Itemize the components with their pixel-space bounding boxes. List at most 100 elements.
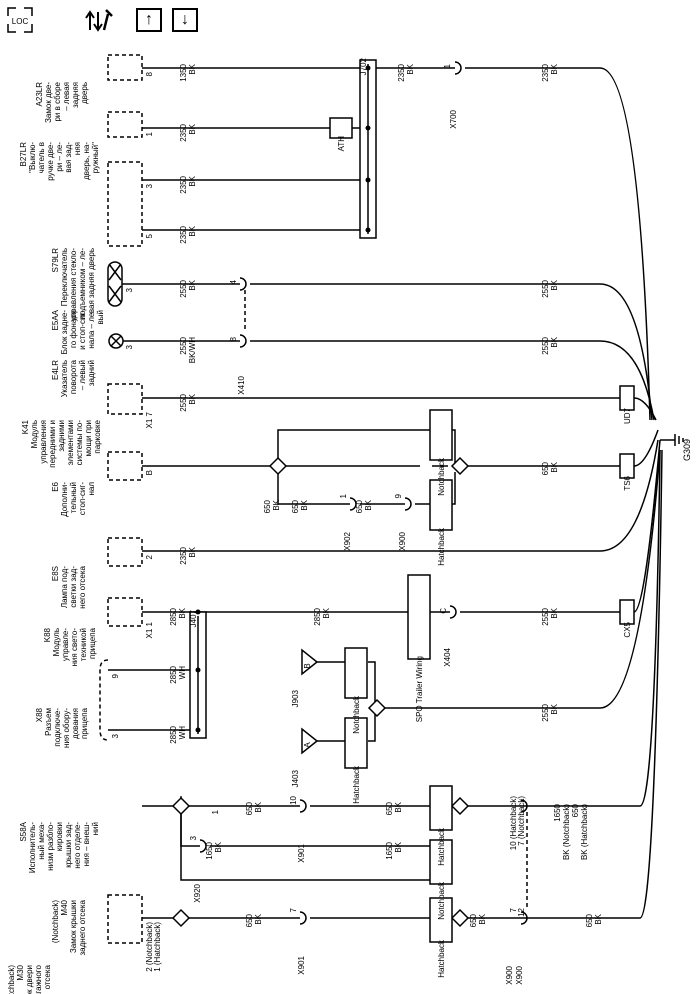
hatchback-box-m30[interactable]: [429, 897, 453, 943]
notchback-box-e6[interactable]: [429, 409, 453, 461]
pin-x900a: 9: [394, 493, 403, 498]
box-label-hatchback-8: Hatchback: [352, 765, 361, 804]
box-label-hatchback-6: Hatchback: [437, 527, 446, 566]
component-k41-line-3: передними и: [48, 420, 57, 468]
e5aa-filament-icon: [108, 263, 122, 303]
wire-label-w13-color: BK: [550, 461, 559, 472]
wire-label-w19-size: 2850: [313, 607, 322, 625]
hatchback-box-e6[interactable]: [429, 479, 453, 531]
component-e6-line-3: стоп-сиг-: [78, 482, 87, 515]
component-e6-line-4: нал: [87, 482, 96, 496]
wire-k41: [142, 397, 657, 421]
component-a23lr-line-1: Замок две-: [44, 82, 53, 123]
wire-label-w27-size: 1650: [385, 841, 394, 859]
down-button[interactable]: ↓: [172, 8, 198, 32]
wire-label-w28a: 1650: [553, 803, 562, 821]
connector-j903: J903: [291, 689, 300, 707]
component-s58a-line-8: ний: [91, 822, 100, 835]
wire-label-w12-size: 2550: [179, 393, 188, 411]
component-m30-line-3: багажного: [34, 964, 43, 994]
component-m40-line-2: Замок крышки: [69, 900, 78, 953]
e6-splice-right: [450, 456, 470, 476]
component-k41-line-5: элементами: [66, 420, 75, 465]
wire-x88-ground: [385, 449, 661, 709]
loc-icon[interactable]: LOC: [6, 6, 34, 34]
b27lr-box[interactable]: [107, 111, 143, 138]
x88-connector[interactable]: [99, 659, 109, 741]
component-e5aa-line-1: Блок задне-: [60, 310, 69, 355]
x410-connector-a: [239, 277, 247, 291]
box-label-hatchback-9: Hatchback: [437, 827, 446, 866]
component-k88-line-2: управле-: [61, 628, 70, 661]
pin-m40_a: 2 (Notchback): [145, 922, 154, 972]
component-x88-line-2: подключе-: [53, 708, 62, 747]
component-x88-line-5: прицепа: [80, 707, 89, 739]
toolbar: LOC ↑ ↓: [0, 0, 700, 40]
wire-a23lr: [142, 67, 651, 421]
spo-trailer-box[interactable]: [407, 574, 431, 660]
component-s58a-line-6: него отделе-: [73, 822, 82, 869]
x901-connector-a: [299, 799, 307, 813]
component-e5aa-line-4: нала – ле-: [87, 310, 96, 349]
k88-box[interactable]: [107, 597, 143, 627]
wire-label-w1-size: 1350: [179, 63, 188, 81]
wire-label-w26-size: 1650: [205, 841, 214, 859]
wire-e4lr: [123, 340, 655, 421]
notchback-box-s58a[interactable]: [429, 839, 453, 885]
component-e8s-line-1: Лампа под-: [60, 566, 69, 608]
wire-e6-down: [277, 472, 456, 505]
wrench-icon[interactable]: [84, 6, 116, 34]
j403-triangle[interactable]: [301, 727, 319, 755]
wire-label-w12-color: BK: [188, 393, 197, 404]
component-a23lr-line-4: задняя: [71, 82, 80, 108]
component-a23lr-line-3: – левая: [62, 82, 71, 111]
pin-b27lr: 1: [145, 131, 154, 136]
wire-label-w3-size: 2350: [179, 175, 188, 193]
component-k41-line-6: системы по-: [75, 420, 84, 466]
k41-box[interactable]: [107, 383, 143, 415]
pin-k41: X1 7: [145, 411, 154, 428]
wire-label-w21-size: 2850: [169, 665, 178, 683]
wire-label-w16-color: BK: [272, 499, 281, 510]
a23lr-box[interactable]: [107, 54, 143, 81]
component-b27lr-line-8: ружный": [91, 142, 100, 173]
wire-label-w22-color: WH: [178, 726, 187, 740]
ud7-box[interactable]: [619, 385, 635, 411]
wire-splice: [368, 661, 376, 742]
s79lr-box[interactable]: [107, 161, 143, 247]
pin-x700: 1: [443, 63, 452, 68]
wire-label-w14-color: BK: [300, 499, 309, 510]
m40-m30-box[interactable]: [107, 894, 143, 944]
j903-triangle[interactable]: [301, 648, 319, 676]
x700-connector: [454, 61, 462, 75]
ts6-box[interactable]: [619, 453, 635, 479]
connector-x410: X410: [237, 375, 246, 394]
ath-box[interactable]: [329, 117, 353, 139]
pin-x900b_a: 10 (Hatchback): [509, 796, 518, 851]
pin-s79lr_b: 5: [145, 233, 154, 238]
pin-x900b_b: 7 (Notchback): [517, 796, 526, 846]
box-label-hatchback-11: Hatchback: [437, 939, 446, 978]
e6-box[interactable]: [107, 451, 143, 481]
component-m40-line-1: M40: [60, 899, 69, 915]
x88-splice: [367, 698, 387, 718]
pin-x920: 3: [189, 835, 198, 840]
box-label-notchback-7: Notchback: [352, 695, 361, 734]
component-m40-line-0: (Notchback): [51, 900, 60, 943]
wire-label-w27-color: BK: [394, 841, 403, 852]
x410-connector-b: [239, 334, 247, 348]
hatchback-box-x88[interactable]: [344, 717, 368, 769]
x920-connector: [199, 839, 207, 853]
wire-label-w2-color: BK: [188, 123, 197, 134]
notchback-box-x88[interactable]: [344, 647, 368, 699]
wire-e6-ground: [466, 429, 659, 467]
e8s-box[interactable]: [107, 537, 143, 567]
component-a23lr-line-0: A23LR: [35, 82, 44, 107]
up-button[interactable]: ↑: [136, 8, 162, 32]
cx5-box[interactable]: [619, 599, 635, 625]
pin-x901a: 10: [289, 795, 298, 804]
component-s79lr-line-2: управления стекло-: [69, 248, 78, 322]
hatchback-box-s58a[interactable]: [429, 785, 453, 831]
component-a23lr-line-2: ри в сборе: [53, 81, 62, 121]
component-m40-line-3: заднего отсека: [78, 899, 87, 955]
